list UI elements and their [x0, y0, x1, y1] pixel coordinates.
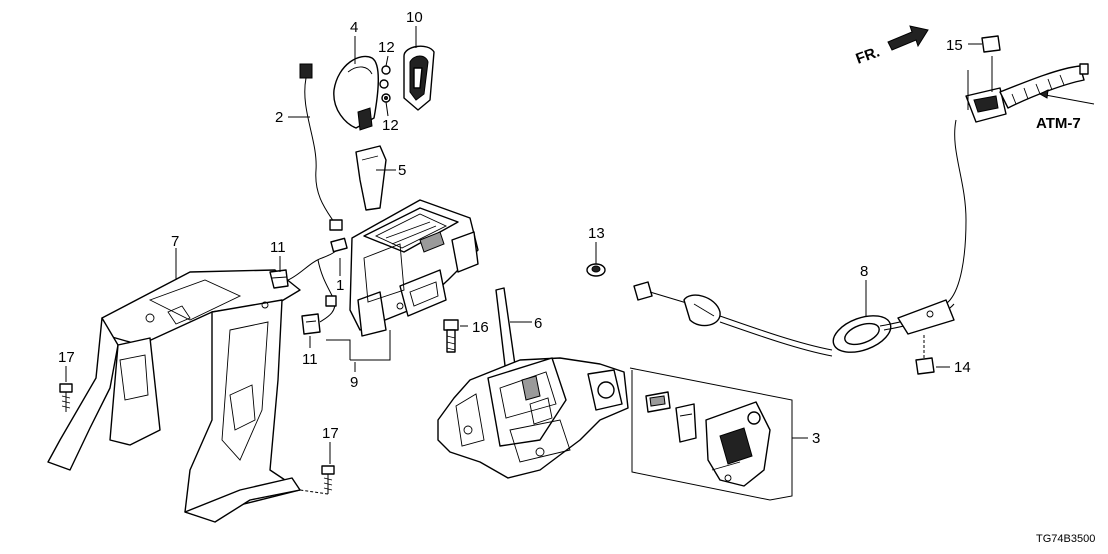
callout-8: 8 — [860, 263, 868, 280]
shift-knob-drawing — [333, 55, 379, 131]
callout-10: 10 — [406, 9, 423, 26]
grommet-nut-drawing — [586, 263, 606, 277]
front-label: FR. — [854, 44, 883, 68]
callout-labels: 4 10 12 12 2 5 7 11 1 11 9 17 17 16 6 13… — [58, 9, 971, 447]
shift-lever-drawing — [437, 287, 629, 479]
select-cable-drawing — [633, 63, 1089, 357]
callout-12-lower: 12 — [382, 117, 399, 134]
bolt-drawing-left — [59, 383, 73, 412]
callout-7: 7 — [171, 233, 179, 250]
callout-9: 9 — [350, 374, 358, 391]
callout-15: 15 — [946, 37, 963, 54]
callout-17-right: 17 — [322, 425, 339, 442]
callout-12-upper: 12 — [378, 39, 395, 56]
front-arrow — [887, 25, 929, 51]
callout-4: 4 — [350, 19, 358, 36]
callout-13: 13 — [588, 225, 605, 242]
console-bracket-drawing — [47, 269, 301, 523]
callout-5: 5 — [398, 162, 406, 179]
bolt-drawing-right — [299, 465, 335, 495]
callout-1: 1 — [336, 277, 344, 294]
shift-knob-wire-drawing — [299, 63, 343, 231]
screw-drawing-upper — [379, 65, 391, 89]
section-ref-label: ATM-7 — [1036, 115, 1081, 132]
indicator-panel-drawing — [349, 199, 479, 337]
clip-drawing-upper — [269, 269, 289, 289]
flange-bolt-drawing — [443, 319, 459, 353]
flange-nut-bracket-drawing — [981, 35, 1001, 53]
solenoid-set-drawing — [645, 391, 771, 487]
knob-boot-drawing — [355, 145, 387, 211]
callout-11-lower: 11 — [302, 351, 318, 368]
callout-14: 14 — [954, 359, 971, 376]
leader-lines — [65, 26, 993, 501]
harness-drawing — [287, 237, 348, 323]
screw-drawing-lower — [381, 93, 391, 103]
clip-drawing-lower — [301, 313, 321, 335]
callout-6: 6 — [534, 315, 542, 332]
callout-3: 3 — [812, 430, 820, 447]
callout-2: 2 — [275, 109, 283, 126]
callout-16: 16 — [472, 319, 489, 336]
callout-11-upper: 11 — [270, 239, 286, 256]
callout-17-left: 17 — [58, 349, 75, 366]
knob-cover-drawing — [403, 45, 435, 111]
flange-nut-cable-drawing — [915, 334, 935, 375]
diagram-code: TG74B3500 — [1036, 533, 1095, 545]
section-ref-arrow — [1038, 89, 1095, 105]
